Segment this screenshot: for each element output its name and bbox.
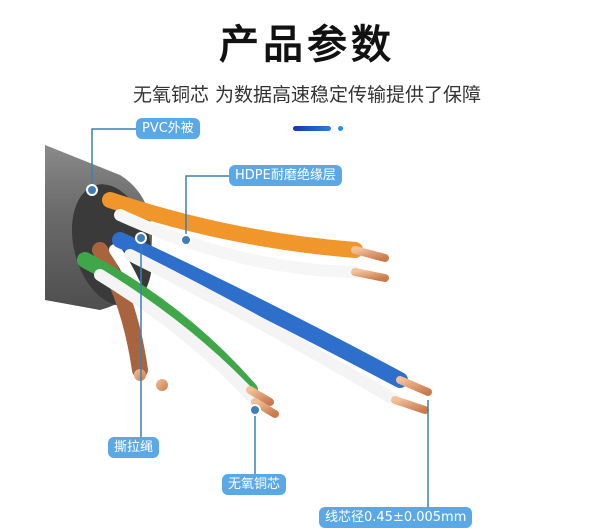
label-ripcord: 撕拉绳 (108, 437, 160, 458)
blue-wire (112, 232, 408, 388)
brown-wire (92, 242, 148, 378)
decorative-dot (338, 126, 343, 131)
label-pvc-jacket: PVC外被 (136, 118, 200, 139)
decorative-bar (293, 126, 331, 131)
page-title: 产品参数 (219, 22, 395, 68)
label-hdpe-insulation: HDPE耐磨绝缘层 (229, 165, 342, 186)
page-subtitle: 无氧铜芯 为数据高速稳定传输提供了保障 (132, 84, 482, 106)
orange-wire (102, 192, 363, 258)
label-copper-conductor: 无氧铜芯 (222, 474, 287, 495)
label-wire-diameter: 线芯径0.45±0.005mm (319, 507, 473, 528)
